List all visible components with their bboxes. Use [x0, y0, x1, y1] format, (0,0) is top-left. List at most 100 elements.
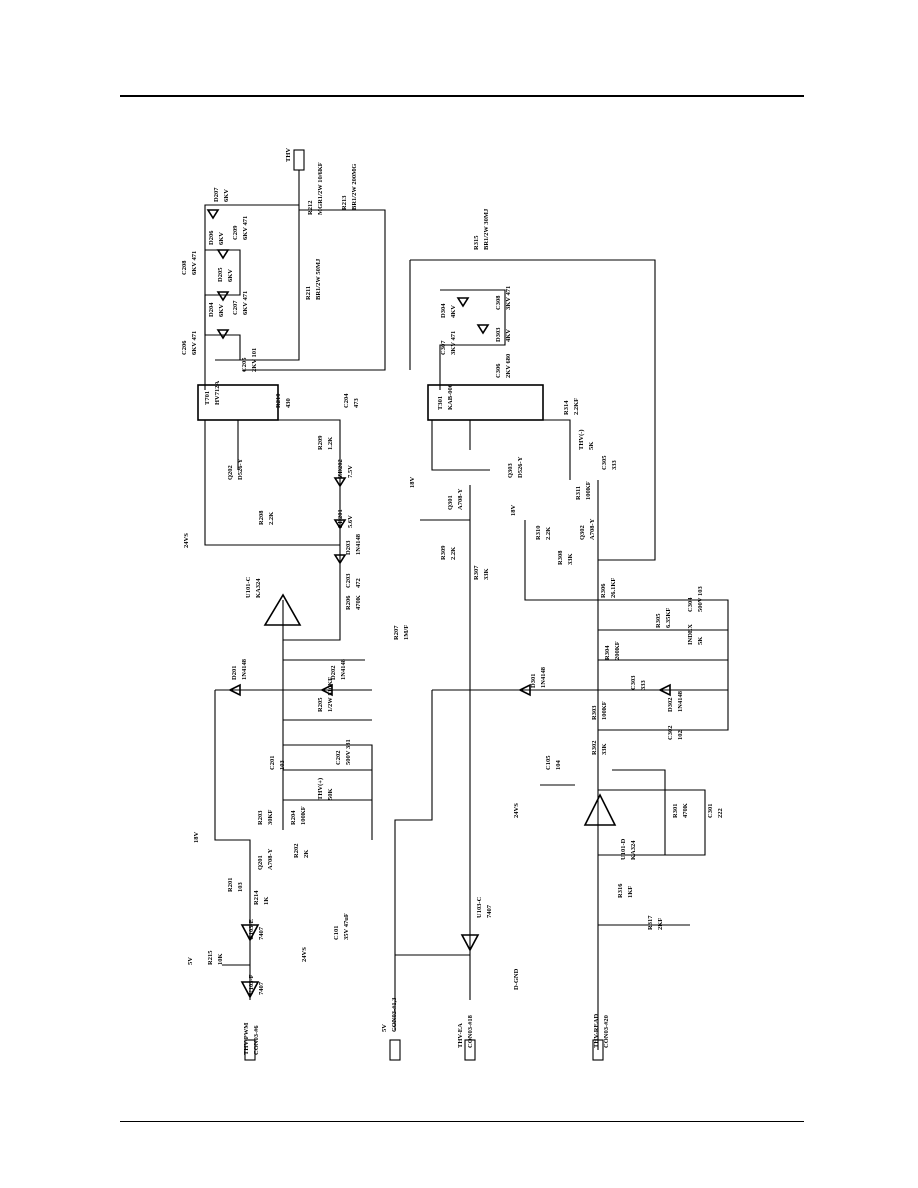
label-r205-val: 1/2W 510KF: [327, 677, 334, 712]
label-r214-val: 1K: [263, 897, 270, 905]
label-r308: R308: [557, 550, 564, 565]
label-zd202-val: 7.5V: [347, 465, 354, 478]
label-c306: C306: [495, 363, 502, 378]
label-d206: D206: [208, 230, 215, 245]
label-v5-2: 5V: [381, 1024, 388, 1032]
label-c208: C208: [181, 260, 188, 275]
label-thv-plus: THV(+): [317, 778, 324, 800]
label-con03-18: CON03-#18: [467, 1014, 474, 1048]
label-d205-val: 6KV: [227, 269, 234, 282]
label-r207-val: 1M/F: [403, 625, 410, 640]
label-u103e: U103-E: [248, 919, 255, 940]
label-c303-val: 333: [640, 680, 647, 691]
label-r214: R214: [253, 890, 260, 905]
label-r213: R213: [341, 195, 348, 210]
ic-amplifiers: [240, 593, 617, 999]
label-q301-val: A708-Y: [457, 488, 464, 510]
label-v24s-bottom: 24VS: [301, 947, 308, 962]
label-r303-val: 100KF: [601, 701, 608, 720]
label-q202-val: D526-Y: [237, 458, 244, 480]
label-r317-val: 2KF: [657, 918, 664, 930]
label-v24s-3: 24VS: [513, 803, 520, 818]
diodes: [206, 209, 671, 697]
label-r210-val: 430: [285, 398, 292, 408]
label-thv-plus-val: 50K: [327, 788, 334, 800]
label-c308-val: 3KV 471: [505, 286, 512, 310]
label-zd201: ZD201: [337, 509, 344, 528]
label-v24s-top: 24VS: [183, 533, 190, 548]
transformers: [197, 384, 544, 421]
label-r310-val: 2.2K: [545, 527, 552, 540]
label-d206-val: 6KV: [218, 232, 225, 245]
label-c205-val: 2KV 101: [251, 348, 258, 372]
label-d303: D303: [495, 327, 502, 342]
label-r314: R314: [563, 400, 570, 415]
label-r206-val: 470K: [355, 595, 362, 610]
label-zd202: ZD202: [337, 459, 344, 478]
label-r212: R212: [307, 201, 314, 215]
label-r302: R302: [591, 741, 598, 755]
label-r304-val: 200KF: [614, 641, 621, 660]
label-t701-type: HV712A: [214, 381, 221, 406]
label-r212-val: MGR1/2W 10/6KF: [317, 162, 324, 215]
label-d302: D302: [667, 698, 674, 712]
label-thv-conn: THV: [285, 148, 292, 162]
label-d304-val: 4KV: [450, 305, 457, 318]
label-r306: R306: [600, 583, 607, 598]
label-u103f-val: 7407: [258, 981, 265, 995]
label-d202-val: 1N4148: [340, 658, 347, 680]
label-c301: C301: [707, 804, 714, 818]
label-r303: R303: [591, 705, 598, 720]
label-q303: Q303: [507, 462, 514, 478]
label-r203-val: 30KF: [267, 809, 274, 825]
label-r206: R206: [345, 595, 352, 610]
label-u101c: U101-C: [245, 576, 252, 598]
label-r302-val: 33K: [601, 743, 608, 755]
label-c305-val: 333: [611, 460, 618, 471]
label-c209: C209: [232, 225, 239, 240]
label-c304: C304: [687, 597, 694, 612]
label-r316-val: 1KF: [627, 886, 634, 898]
label-thv-read: THV-READ: [593, 1014, 600, 1048]
label-c209-val: 6KV 471: [242, 216, 249, 240]
label-thv-ea: THV-EA: [457, 1023, 464, 1048]
label-q302-val: A708-Y: [589, 518, 596, 540]
label-u103f: U103-F: [248, 974, 255, 995]
label-r213-val: BR1/2W 200MG: [351, 164, 358, 210]
label-t701: T701: [204, 391, 211, 405]
label-u101d-val: KA324: [630, 840, 637, 860]
label-q201-val: A708-Y: [267, 848, 274, 870]
label-r309-val: 2.2K: [450, 547, 457, 560]
label-d301-val: 1N4148: [540, 666, 547, 688]
label-r310: R310: [535, 526, 542, 540]
label-u101c-val: KA324: [255, 578, 262, 598]
label-r215: R215: [207, 950, 214, 965]
label-r305: R305: [655, 613, 662, 628]
label-v18-2: 18V: [409, 477, 416, 489]
label-c302-val: 102: [677, 730, 684, 740]
label-c203: C203: [345, 573, 352, 588]
label-c308: C308: [495, 295, 502, 310]
label-c306-val: 2KV 680: [505, 354, 512, 378]
label-c101-val: 35V 47uF: [343, 913, 350, 940]
label-c206-val: 6KV 471: [191, 331, 198, 355]
label-t301-type: KAB-006: [447, 383, 454, 410]
label-d207-val: 6KV: [223, 189, 230, 202]
label-con03-20: CON03-#20: [603, 1015, 610, 1048]
label-d207: D207: [213, 187, 220, 202]
label-r317: R317: [647, 915, 654, 930]
label-q301: Q301: [447, 495, 454, 510]
label-r316: R316: [617, 883, 624, 898]
label-d202: D202: [330, 666, 337, 680]
label-d304: D304: [440, 303, 447, 318]
label-dgnd: D-GND: [513, 968, 520, 990]
label-c304-val: 500V 103: [697, 586, 704, 612]
label-thv-pwm: THV-PWM: [243, 1023, 250, 1055]
label-d204-val: 6KV: [218, 304, 225, 317]
label-c303: C303: [630, 675, 637, 690]
label-c101: C101: [333, 926, 340, 940]
label-r211: R211: [305, 286, 312, 300]
label-d303-val: 4KV: [505, 329, 512, 342]
label-r208: R208: [258, 510, 265, 525]
